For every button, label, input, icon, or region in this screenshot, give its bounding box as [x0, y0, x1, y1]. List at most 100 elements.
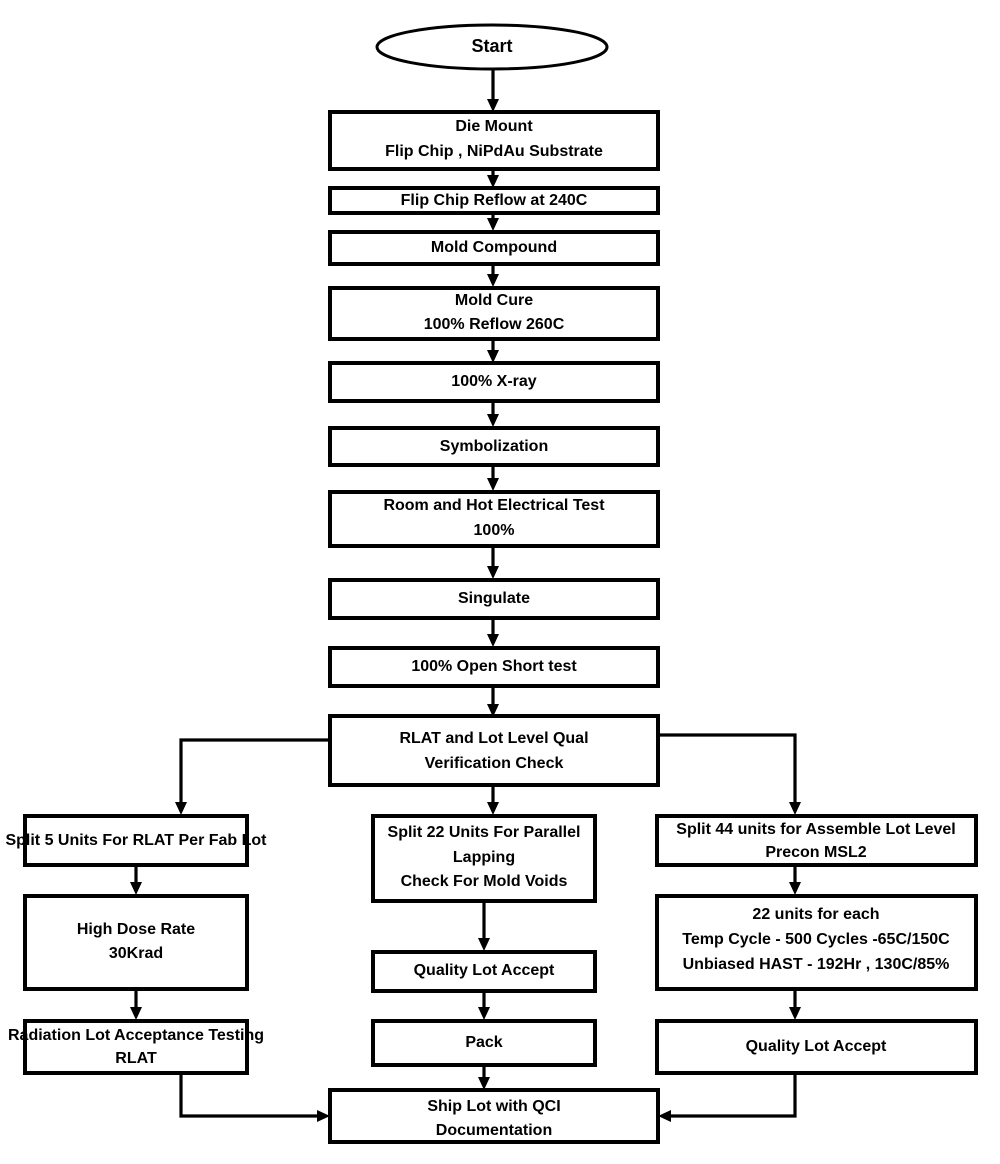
- arrowhead-rlat-test: [130, 1007, 142, 1020]
- arrowhead-open-short: [487, 634, 499, 647]
- start-node-shape: [375, 23, 609, 71]
- branch-center-split-22-units-line-2: Lapping: [453, 849, 515, 866]
- step-symbolization-shape: [328, 426, 660, 467]
- branch-right-quality-lot-accept[interactable]: Quality Lot Accept: [655, 1019, 978, 1075]
- arrowhead-symbolization: [487, 414, 499, 427]
- step-xray-label: 100% X-ray: [451, 373, 536, 390]
- branch-left-high-dose-rate-shape: [23, 894, 249, 991]
- branch-right-quality-lot-accept-shape: [655, 1019, 978, 1075]
- step-xray-shape: [328, 361, 660, 403]
- branch-left-high-dose-rate-line-1: High Dose Rate: [77, 921, 195, 938]
- arrowhead-electrical-test: [487, 478, 499, 491]
- end-ship-lot-shape: [328, 1088, 660, 1144]
- branch-center-pack-label: Pack: [465, 1034, 502, 1051]
- arrowhead-singulate: [487, 566, 499, 579]
- step-singulate[interactable]: Singulate: [328, 578, 660, 620]
- step-mold-compound-label: Mold Compound: [431, 239, 557, 256]
- branch-right-reliability-stress[interactable]: 22 units for each Temp Cycle - 500 Cycle…: [655, 894, 978, 991]
- step-open-short-test[interactable]: 100% Open Short test: [328, 646, 660, 688]
- step-electrical-test-line-2: 100%: [474, 522, 515, 539]
- branch-left-radiation-lot-acceptance-testing-shape: [23, 1019, 249, 1075]
- step-electrical-test-line-1: Room and Hot Electrical Test: [383, 497, 605, 514]
- branch-right-split-44-units-shape: [655, 814, 978, 867]
- step-rlat-lot-level-qual[interactable]: RLAT and Lot Level Qual Verification Che…: [328, 714, 660, 787]
- step-singulate-label: Singulate: [458, 590, 530, 607]
- arrowhead-rlat-qual: [487, 704, 499, 717]
- branch-center-quality-lot-accept-shape: [371, 950, 597, 993]
- step-mold-compound[interactable]: Mold Compound: [328, 230, 660, 266]
- step-xray[interactable]: 100% X-ray: [328, 361, 660, 403]
- connector-rlat-qual-to-left-branch: [179, 738, 330, 806]
- connectors-group: [130, 69, 801, 1122]
- branch-right-split-44-units[interactable]: Split 44 units for Assemble Lot Level Pr…: [655, 814, 978, 867]
- step-rlat-lot-level-qual-shape: [328, 714, 660, 787]
- branch-right-split-44-units-line-1: Split 44 units for Assemble Lot Level: [676, 821, 955, 838]
- step-flip-chip-reflow[interactable]: Flip Chip Reflow at 240C: [328, 186, 660, 215]
- branch-right-reliability-stress-line-3: Unbiased HAST - 192Hr , 130C/85%: [683, 956, 950, 973]
- connector-left-column-to-ship: [179, 1072, 320, 1118]
- arrowhead-quality-right: [789, 1007, 801, 1020]
- connector-rlat-qual-to-right-branch: [658, 733, 797, 806]
- arrowhead-ship-from-right: [658, 1110, 671, 1122]
- step-flip-chip-reflow-shape: [328, 186, 660, 215]
- arrowhead-center-branch: [487, 802, 499, 815]
- step-singulate-shape: [328, 578, 660, 620]
- branch-left-split-5-units-shape: [23, 814, 249, 867]
- arrowhead-xray: [487, 350, 499, 363]
- arrowhead-mold-cure: [487, 274, 499, 287]
- step-rlat-lot-level-qual-line-1: RLAT and Lot Level Qual: [399, 730, 588, 747]
- branch-center-quality-lot-accept-label: Quality Lot Accept: [414, 962, 555, 979]
- step-mold-cure-line-1: Mold Cure: [455, 292, 533, 309]
- branch-right-quality-lot-accept-label: Quality Lot Accept: [746, 1038, 887, 1055]
- end-ship-lot[interactable]: Ship Lot with QCI Documentation: [328, 1088, 660, 1144]
- branch-right-split-44-units-line-2: Precon MSL2: [765, 844, 866, 861]
- branch-left-high-dose-rate[interactable]: High Dose Rate 30Krad: [23, 894, 249, 991]
- branch-left-split-5-units[interactable]: Split 5 Units For RLAT Per Fab Lot: [5, 814, 267, 867]
- step-flip-chip-reflow-label: Flip Chip Reflow at 240C: [401, 192, 588, 209]
- branch-left-radiation-lot-acceptance-testing-line-2: RLAT: [115, 1050, 157, 1067]
- branch-left-radiation-lot-acceptance-testing-line-1: Radiation Lot Acceptance Testing: [8, 1027, 264, 1044]
- step-die-mount-line-2: Flip Chip , NiPdAu Substrate: [385, 143, 603, 160]
- step-mold-cure-shape: [328, 286, 660, 341]
- step-symbolization[interactable]: Symbolization: [328, 426, 660, 467]
- step-die-mount[interactable]: Die Mount Flip Chip , NiPdAu Substrate: [328, 110, 660, 171]
- arrowhead-ship-from-center: [478, 1077, 490, 1090]
- step-symbolization-label: Symbolization: [440, 438, 548, 455]
- branch-right-reliability-stress-shape: [655, 894, 978, 991]
- step-rlat-lot-level-qual-line-2: Verification Check: [425, 755, 564, 772]
- step-open-short-test-shape: [328, 646, 660, 688]
- step-die-mount-line-1: Die Mount: [455, 118, 533, 135]
- arrowhead-ship-from-left: [317, 1110, 330, 1122]
- end-ship-lot-line-1: Ship Lot with QCI: [427, 1098, 560, 1115]
- step-open-short-test-label: 100% Open Short test: [411, 658, 577, 675]
- step-mold-cure[interactable]: Mold Cure 100% Reflow 260C: [328, 286, 660, 341]
- branch-center-pack-shape: [371, 1019, 597, 1067]
- step-mold-cure-line-2: 100% Reflow 260C: [424, 316, 565, 333]
- arrowhead-right-branch: [789, 802, 801, 815]
- branch-left-high-dose-rate-line-2: 30Krad: [109, 945, 163, 962]
- branch-left-radiation-lot-acceptance-testing[interactable]: Radiation Lot Acceptance Testing RLAT: [8, 1019, 264, 1075]
- arrowhead-stress: [789, 882, 801, 895]
- branch-center-pack[interactable]: Pack: [371, 1019, 597, 1067]
- step-electrical-test[interactable]: Room and Hot Electrical Test 100%: [328, 490, 660, 548]
- start-node-label: Start: [471, 36, 512, 56]
- step-die-mount-shape: [328, 110, 660, 171]
- arrowhead-pack: [478, 1007, 490, 1020]
- branch-left-split-5-units-label: Split 5 Units For RLAT Per Fab Lot: [5, 832, 267, 849]
- arrowhead-quality-center: [478, 938, 490, 951]
- branch-center-quality-lot-accept[interactable]: Quality Lot Accept: [371, 950, 597, 993]
- end-ship-lot-line-2: Documentation: [436, 1122, 552, 1139]
- connector-right-column-to-ship: [668, 1072, 797, 1118]
- arrowhead-die-mount: [487, 99, 499, 112]
- branch-center-split-22-units-line-1: Split 22 Units For Parallel: [388, 824, 581, 841]
- arrowhead-left-branch: [175, 802, 187, 815]
- branch-center-split-22-units-shape: [371, 814, 597, 903]
- arrowhead-reflow: [487, 175, 499, 188]
- branch-center-split-22-units[interactable]: Split 22 Units For Parallel Lapping Chec…: [371, 814, 597, 903]
- arrowhead-mold-compound: [487, 218, 499, 231]
- step-mold-compound-shape: [328, 230, 660, 266]
- arrowhead-high-dose: [130, 882, 142, 895]
- start-node[interactable]: Start: [375, 23, 609, 71]
